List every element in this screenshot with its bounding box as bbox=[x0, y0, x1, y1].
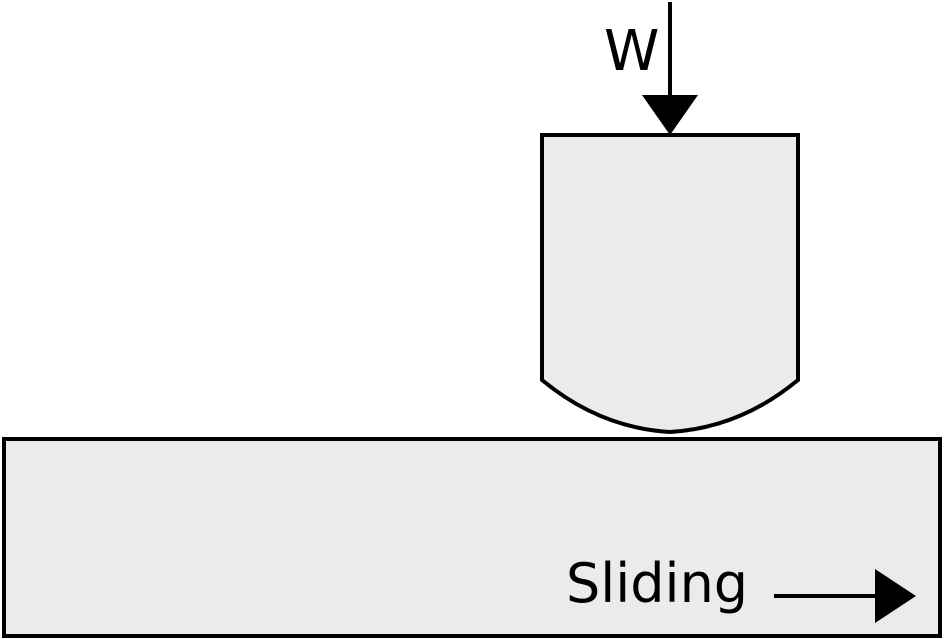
arrow-right-icon bbox=[774, 569, 916, 623]
sliding-base-block bbox=[2, 437, 942, 638]
sliding-label: Sliding bbox=[566, 552, 748, 615]
arrow-down-icon bbox=[642, 2, 698, 135]
pin-indenter bbox=[540, 133, 800, 435]
load-label: W bbox=[604, 19, 659, 84]
